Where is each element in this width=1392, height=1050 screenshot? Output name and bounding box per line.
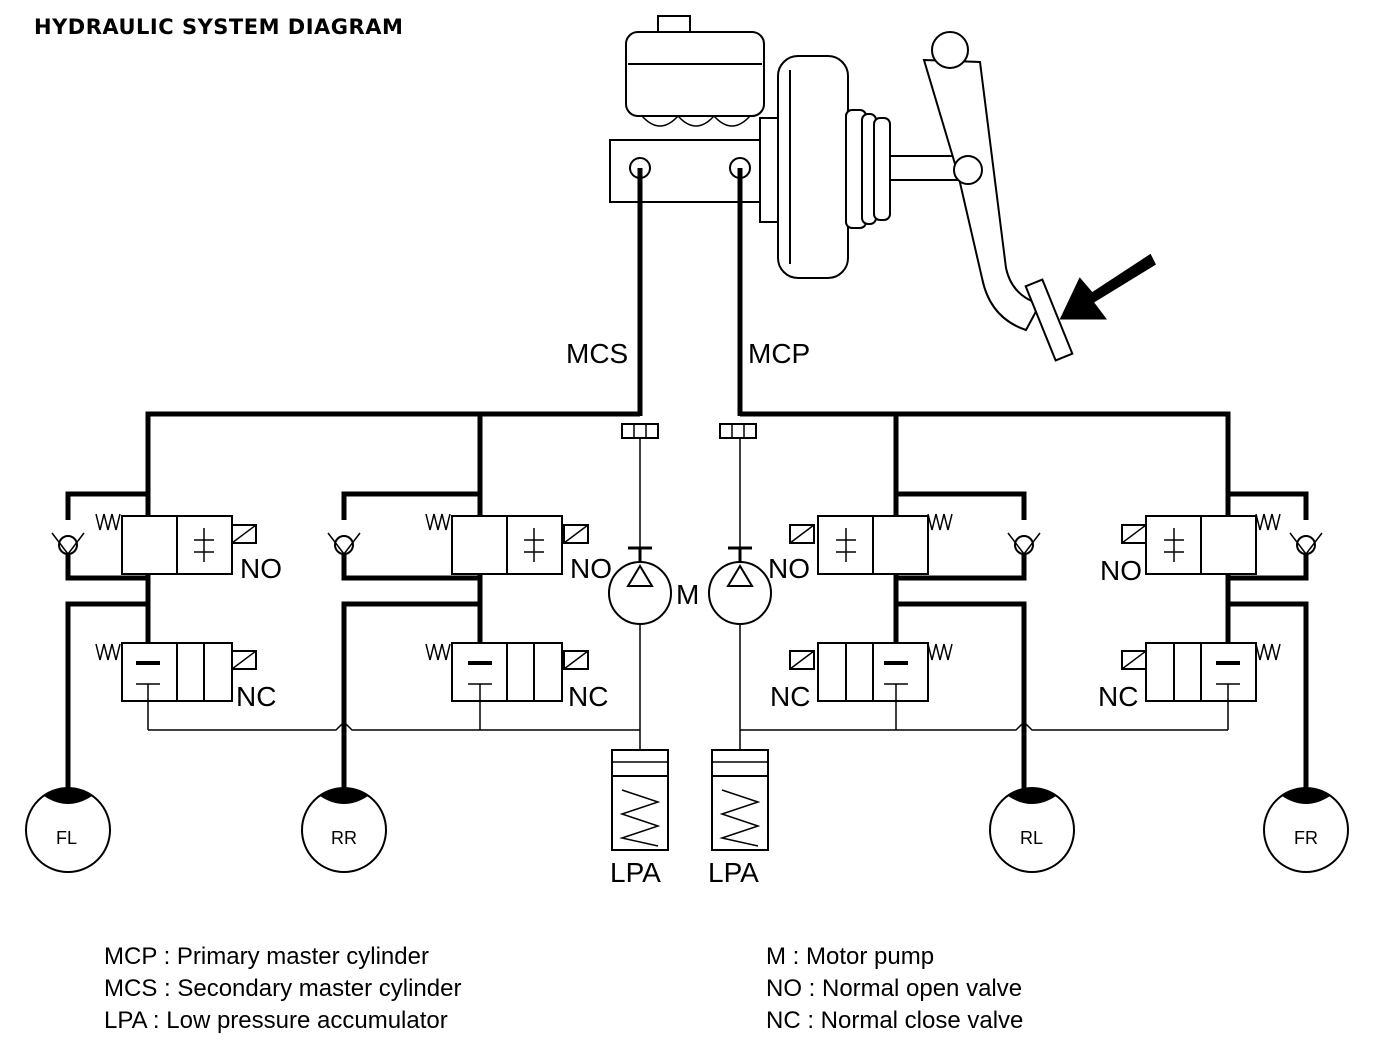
master-cylinder-assembly [609,15,1156,362]
wheel-rl-label: RL [1020,828,1043,848]
lpa-right-label: LPA [708,857,759,888]
mcp-label: MCP [748,338,810,369]
no-label: NO [570,553,612,584]
legend: MCP : Primary master cylinder MCS : Seco… [104,943,1023,1034]
lpa-left-label: LPA [610,857,661,888]
legend-m: M : Motor pump [766,943,934,970]
nc-label: NC [568,681,608,712]
filter-left [621,423,659,439]
left-supply-rail [145,411,640,498]
lpa-left [611,749,669,851]
nc-label: NC [770,681,810,712]
fr-valve-group: NO NC [1098,491,1323,790]
lpa-right [711,749,769,851]
rr-valve-group: NO NC [327,491,612,790]
no-label: NO [1100,555,1142,586]
motor-pump-right [708,561,772,625]
rl-valve-group: NO NC [768,491,1041,790]
wheel-rl: RL [989,787,1075,873]
nc-label: NC [1098,681,1138,712]
legend-lpa: LPA : Low pressure accumulator [104,1007,448,1034]
wheel-fr: FR [1263,787,1349,873]
legend-nc: NC : Normal close valve [766,1007,1023,1034]
fl-valve-group: NO NC [51,491,282,790]
right-supply-rail [740,411,1231,498]
no-label: NO [768,553,810,584]
wheel-fl-label: FL [56,828,77,848]
filter-right [719,423,757,439]
wheel-fr-label: FR [1294,828,1318,848]
legend-mcs: MCS : Secondary master cylinder [104,975,461,1002]
nc-label: NC [236,681,276,712]
diagram-title: HYDRAULIC SYSTEM DIAGRAM [34,15,403,39]
wheel-rr-label: RR [331,828,357,848]
left-return-line [148,720,640,731]
wheel-rr: RR [301,787,387,873]
right-return-line [740,720,1228,731]
motor-pump-left [608,561,672,625]
no-label: NO [240,553,282,584]
legend-no: NO : Normal open valve [766,975,1022,1002]
legend-mcp: MCP : Primary master cylinder [104,943,429,970]
mcs-label: MCS [566,338,628,369]
wheel-fl: FL [25,787,111,873]
motor-label: M [676,579,699,610]
